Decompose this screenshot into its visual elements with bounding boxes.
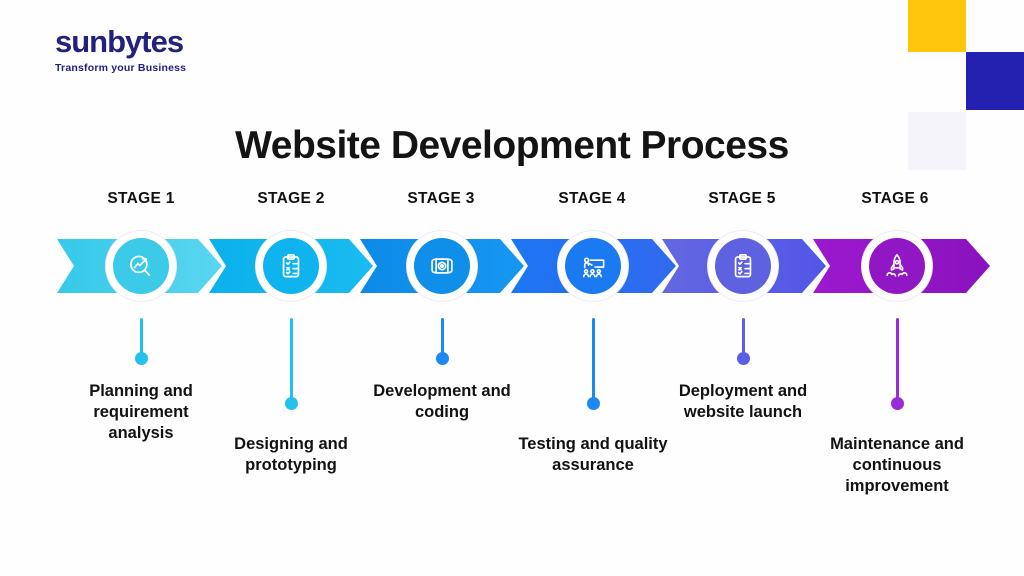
rocket-launch-icon — [880, 249, 914, 283]
blueprint-icon — [425, 249, 459, 283]
stage-1-circle — [106, 231, 176, 301]
stage-1-connector — [139, 318, 143, 358]
stage-4-circle — [558, 231, 628, 301]
clipboard-checklist-icon — [726, 249, 760, 283]
stage-5-label: STAGE 5 — [708, 190, 776, 207]
stage-6-dot — [890, 396, 904, 410]
stage-5-circle — [708, 231, 778, 301]
stage-5-dot — [736, 351, 750, 365]
stage-4-label: STAGE 4 — [558, 190, 626, 207]
clipboard-checklist-icon — [274, 249, 308, 283]
stage-2-circle — [256, 231, 326, 301]
brand-logo: sunbytes Transform your Business — [55, 26, 186, 74]
decor-square-yellow — [908, 0, 966, 52]
stage-4-connector — [591, 318, 595, 403]
stage-2-dot — [284, 396, 298, 410]
stage-6-label: STAGE 6 — [861, 190, 929, 207]
brand-tagline: Transform your Business — [55, 62, 187, 74]
stage-4-description: Testing and quality assurance — [518, 435, 668, 474]
analysis-magnifier-icon — [124, 249, 158, 283]
stage-3-circle — [407, 231, 477, 301]
stage-3-label: STAGE 3 — [407, 190, 475, 207]
stage-3-dot — [435, 351, 449, 365]
stage-3-connector — [440, 318, 444, 358]
stage-5-connector — [741, 318, 745, 358]
stage-2-description: Designing and prototyping — [234, 435, 348, 474]
page-title: Website Development Process — [235, 124, 789, 168]
stage-2-connector — [289, 318, 293, 403]
brand-name: sunbytes — [55, 24, 184, 59]
stage-3-description: Development and coding — [373, 382, 511, 421]
stage-1-dot — [134, 351, 148, 365]
decor-square-light — [908, 112, 966, 170]
stage-5-description: Deployment and website launch — [678, 382, 808, 421]
stage-6-circle — [862, 231, 932, 301]
stage-1-label: STAGE 1 — [107, 190, 175, 207]
stage-1-description: Planning and requirement analysis — [89, 382, 193, 442]
stage-6-connector — [895, 318, 899, 403]
decor-square-blue — [966, 52, 1024, 110]
stage-2-label: STAGE 2 — [257, 190, 325, 207]
stage-4-dot — [586, 396, 600, 410]
team-presentation-icon — [576, 249, 610, 283]
stage-6-description: Maintenance and continuous improvement — [830, 435, 964, 495]
